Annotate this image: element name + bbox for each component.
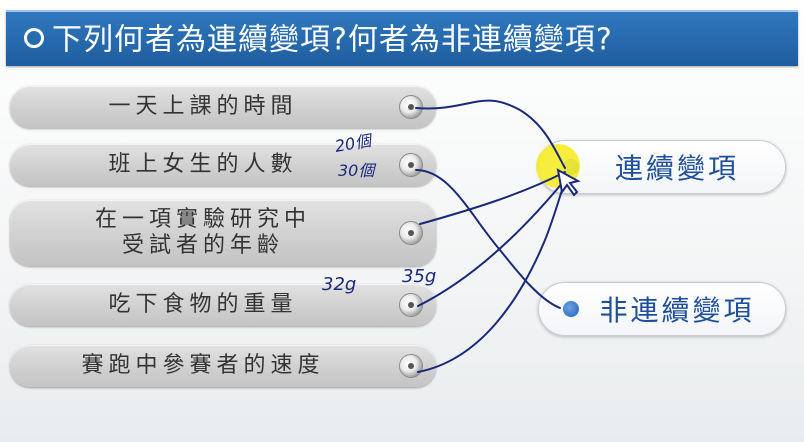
line-class-time xyxy=(415,99,566,169)
item-label: 在一項實驗研究中 xyxy=(94,207,311,232)
connector-knob-icon[interactable] xyxy=(400,96,422,118)
target-label: 非連續變項 xyxy=(599,294,755,327)
item-label: 賽跑中參賽者的速度 xyxy=(81,353,325,378)
question-title: 下列何者為連續變項?何者為非連續變項? xyxy=(52,22,613,58)
annotation-count-a: 20個 xyxy=(333,131,374,156)
item-girls-count[interactable]: 班上女生的人數 xyxy=(10,144,436,186)
item-subject-age[interactable]: 在一項實驗研究中 受試者的年齡 xyxy=(10,200,436,266)
question-title-bar: 下列何者為連續變項?何者為非連續變項? xyxy=(6,10,798,66)
bullet-icon xyxy=(24,27,44,48)
item-label: 一天上課的時間 xyxy=(108,94,298,119)
item-label: 吃下食物的重量 xyxy=(108,292,298,317)
item-label-line2: 受試者的年齡 xyxy=(121,233,284,258)
line-food-weight xyxy=(417,175,569,307)
connector-dot-icon[interactable] xyxy=(563,301,579,317)
annotation-weight-b: 35g xyxy=(402,266,436,287)
connector-knob-icon[interactable] xyxy=(400,355,422,377)
line-runner-speed xyxy=(417,177,567,373)
line-girls-count xyxy=(415,169,561,309)
annotation-weight-a: 32g xyxy=(322,274,356,295)
annotation-count-b: 30個 xyxy=(338,161,376,180)
connector-knob-icon[interactable] xyxy=(400,222,422,244)
connector-knob-icon[interactable] xyxy=(400,294,422,316)
line-subject-age xyxy=(419,171,566,225)
item-class-time[interactable]: 一天上課的時間 xyxy=(10,86,436,128)
item-food-weight[interactable]: 吃下食物的重量 xyxy=(10,284,436,326)
item-runner-speed[interactable]: 賽跑中參賽者的速度 xyxy=(10,345,436,387)
cursor-arrow-icon xyxy=(556,168,581,197)
target-label: 連續變項 xyxy=(614,152,739,185)
target-discrete[interactable]: 非連續變項 xyxy=(538,282,786,336)
item-label: 班上女生的人數 xyxy=(108,152,298,177)
